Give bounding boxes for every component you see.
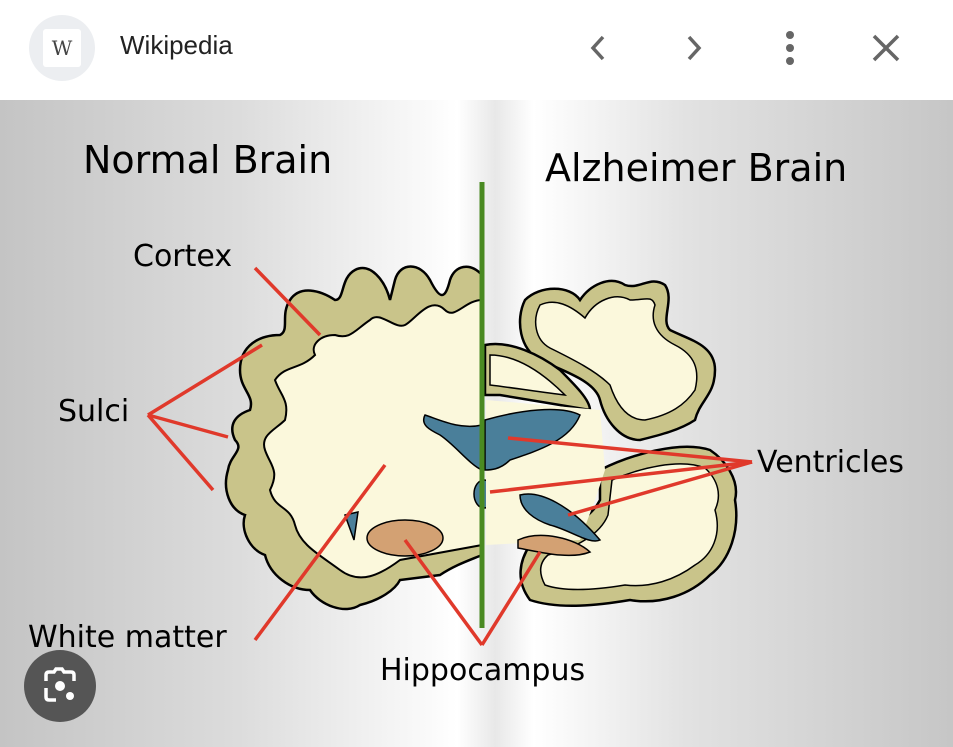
close-button[interactable] [862, 24, 910, 72]
site-favicon[interactable]: W [29, 15, 95, 81]
label-ventricles: Ventricles [757, 445, 905, 480]
back-button[interactable] [574, 24, 622, 72]
wikipedia-logo-icon: W [43, 29, 81, 67]
more-options-button[interactable] [766, 24, 814, 72]
google-lens-icon [44, 667, 76, 702]
google-lens-button[interactable] [24, 650, 96, 722]
site-title[interactable]: Wikipedia [120, 30, 233, 60]
forward-button[interactable] [670, 24, 718, 72]
alz-hippocampus [517, 534, 592, 557]
alzheimer-brain-title: Alzheimer Brain [545, 146, 848, 190]
normal-ventricle [423, 414, 483, 472]
back-chevron-icon [590, 35, 605, 61]
forward-chevron-icon [687, 35, 702, 61]
alz-ventricle-lower [519, 493, 602, 542]
label-cortex: Cortex [133, 239, 233, 274]
normal-hippocampus [366, 519, 444, 557]
pointer-lines [146, 266, 753, 647]
close-icon [872, 34, 900, 62]
label-hippocampus: Hippocampus [380, 653, 586, 688]
normal-ventricle-small [344, 511, 359, 541]
viewer-header: W Wikipedia [0, 0, 953, 100]
label-sulci: Sulci [58, 394, 130, 429]
label-white-matter: White matter [28, 620, 227, 655]
more-vert-icon [786, 31, 794, 65]
normal-brain-title: Normal Brain [83, 138, 333, 182]
normal-brain-white-matter [263, 298, 483, 579]
